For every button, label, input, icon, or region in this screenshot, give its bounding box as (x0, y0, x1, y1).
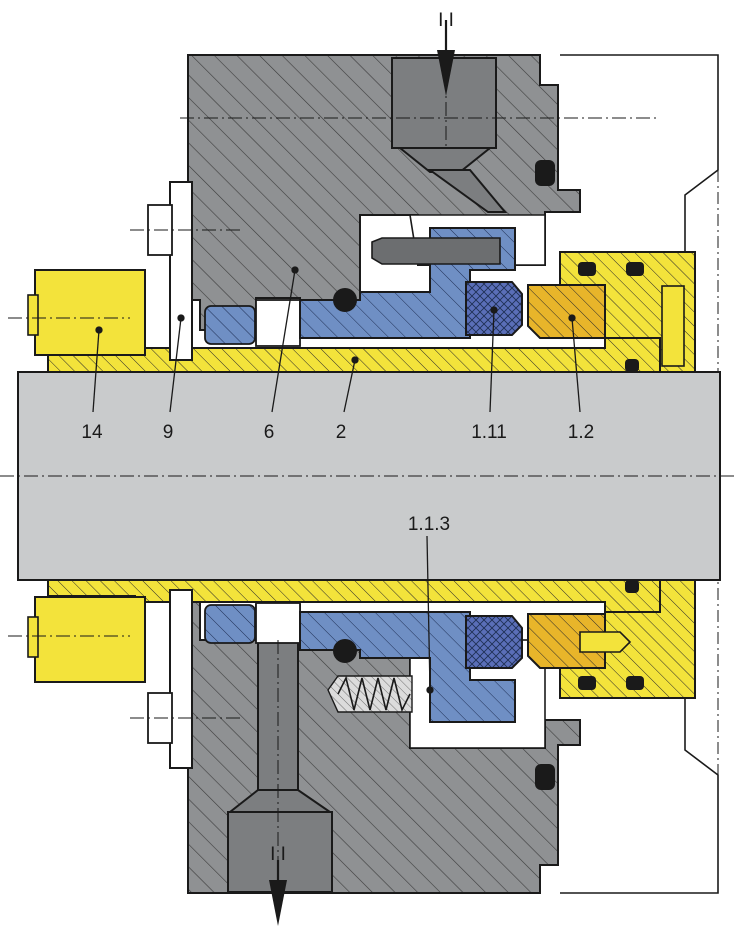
housing-bottom (187, 599, 581, 894)
label-2: 2 (336, 422, 347, 443)
housing-top (187, 54, 581, 331)
carbon-face-ring (465, 281, 523, 669)
label-14: 14 (81, 422, 103, 443)
label-1-11: 1.11 (471, 422, 507, 443)
seat-holder (535, 160, 696, 790)
inlet-arrow (437, 20, 455, 96)
outlet-mark: I I (270, 844, 286, 865)
inlet-mark: I I (438, 10, 454, 31)
label-6: 6 (264, 422, 275, 443)
outlet-arrow (269, 860, 287, 926)
spring (327, 675, 413, 713)
leader-lines (92, 266, 581, 694)
label-1-1-3: 1.1.3 (408, 514, 450, 535)
label-9: 9 (163, 422, 174, 443)
rotating-seal-ring (299, 227, 516, 723)
throttle-bushing (204, 299, 301, 644)
drive-collar (27, 269, 146, 683)
label-1-2: 1.2 (568, 422, 594, 443)
